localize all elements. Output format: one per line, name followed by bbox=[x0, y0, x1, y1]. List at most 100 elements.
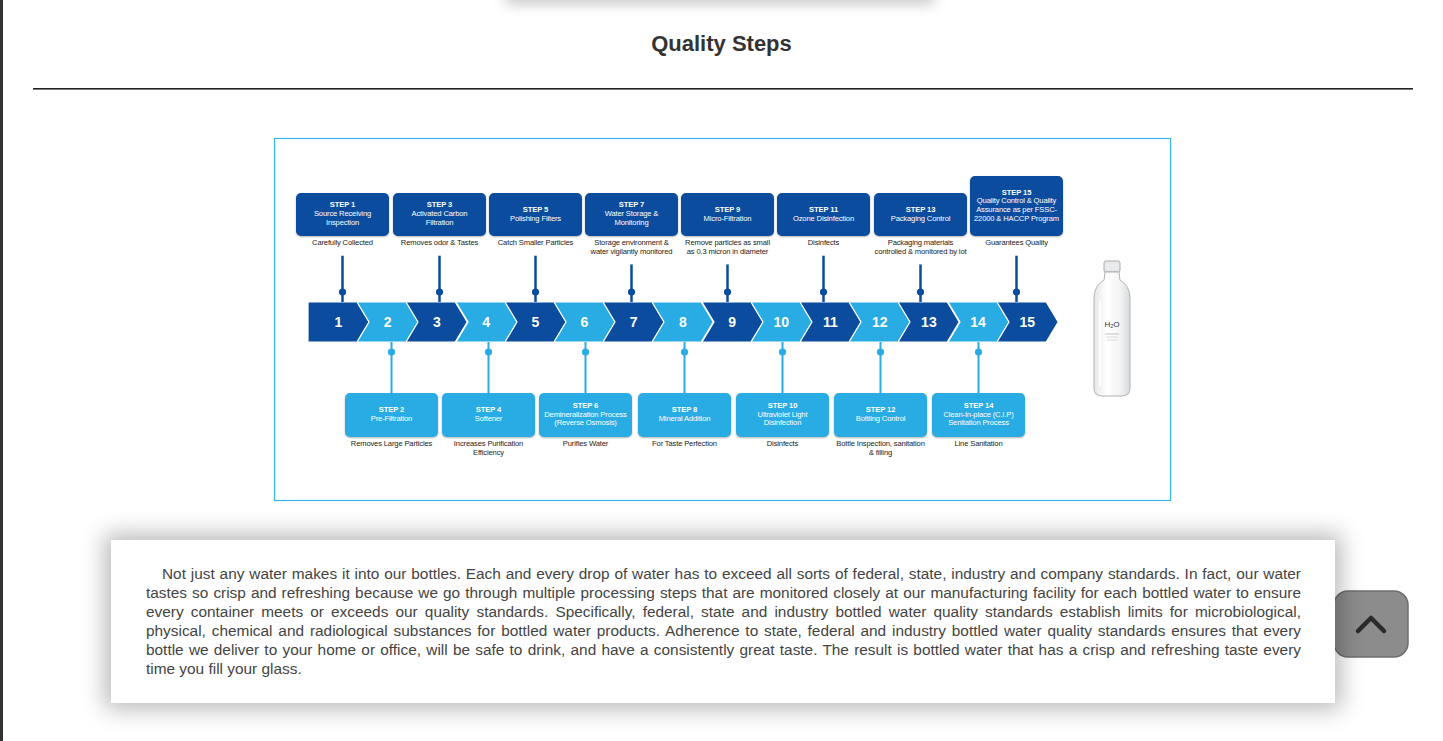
step-chevron: 9 bbox=[702, 302, 763, 342]
step-number: STEP 10 bbox=[768, 402, 798, 411]
step-box: STEP 13Packaging Control bbox=[874, 193, 967, 236]
leader-connector bbox=[388, 342, 395, 393]
step-title: Ozone Disinfection bbox=[793, 215, 854, 224]
leader-connector bbox=[485, 342, 492, 393]
step-title: Packaging Control bbox=[891, 215, 951, 224]
step-caption: Remove particles as small as 0.3 micron … bbox=[681, 239, 774, 256]
connector-line bbox=[919, 264, 922, 302]
leader-connector bbox=[820, 256, 827, 302]
step-chevron: 6 bbox=[554, 302, 615, 342]
step-number: STEP 3 bbox=[427, 201, 452, 210]
step-chevron: 14 bbox=[948, 302, 1009, 342]
step-title: Clean-In-place (C.I.P) Senitation Proces… bbox=[936, 411, 1021, 428]
step-node: STEP 15Quality Control & Quality Assuran… bbox=[970, 176, 1063, 256]
step-number: STEP 11 bbox=[809, 206, 838, 215]
left-border bbox=[0, 0, 3, 741]
chevron-number: 2 bbox=[369, 315, 406, 329]
scroll-top-button bbox=[1334, 591, 1408, 657]
leader-connector bbox=[628, 264, 635, 302]
step-node: STEP 6Demineralization Process (Reverse … bbox=[539, 393, 632, 457]
connector-dot bbox=[532, 288, 539, 295]
step-box: STEP 3Activated Carbon Filtration bbox=[393, 193, 486, 236]
connector-dot bbox=[681, 348, 688, 355]
connector-dot bbox=[339, 288, 346, 295]
step-number: STEP 13 bbox=[906, 206, 936, 215]
step-node: STEP 11Ozone DisinfectionDisinfects bbox=[777, 193, 870, 256]
step-box: STEP 12Bottling Control bbox=[834, 393, 927, 437]
step-number: STEP 14 bbox=[964, 402, 994, 411]
connector-dot bbox=[917, 288, 924, 295]
step-number: STEP 2 bbox=[379, 406, 404, 415]
step-box: STEP 1Source Receiving Inspection bbox=[296, 193, 389, 236]
step-number: STEP 15 bbox=[1002, 189, 1032, 198]
step-chevron: 1 bbox=[308, 302, 369, 342]
step-chevron: 11 bbox=[800, 302, 861, 342]
step-number: STEP 8 bbox=[672, 406, 697, 415]
step-caption: Disinfects bbox=[777, 239, 870, 248]
step-box: STEP 8Mineral Addition bbox=[638, 393, 731, 437]
chevron-number: 3 bbox=[418, 315, 455, 329]
chevron-number: 10 bbox=[763, 315, 800, 329]
leader-connector bbox=[724, 264, 731, 302]
step-box: STEP 14Clean-In-place (C.I.P) Senitation… bbox=[932, 393, 1025, 437]
step-node: STEP 1Source Receiving InspectionCareful… bbox=[296, 193, 389, 256]
step-title: Micro-Filtration bbox=[704, 215, 752, 224]
step-number: STEP 9 bbox=[715, 206, 740, 215]
step-caption: Disinfects bbox=[736, 440, 829, 449]
step-node: STEP 4SoftenerIncreases Purification Eff… bbox=[442, 393, 535, 465]
step-node: STEP 10Ultraviolet Light DisinfectionDis… bbox=[736, 393, 829, 457]
step-chevron: 8 bbox=[652, 302, 713, 342]
diagram-frame bbox=[275, 139, 1171, 501]
step-box: STEP 10Ultraviolet Light Disinfection bbox=[736, 393, 829, 437]
leader-connector bbox=[779, 342, 786, 393]
step-title: Pre-Filtration bbox=[371, 415, 412, 424]
step-caption: Purifies Water bbox=[539, 440, 632, 449]
leader-connector bbox=[975, 342, 982, 393]
step-caption: Catch Smaller Particles bbox=[489, 239, 582, 248]
step-box: STEP 2Pre-Filtration bbox=[345, 393, 438, 437]
step-chevron: 13 bbox=[898, 302, 959, 342]
step-title: Ultraviolet Light Disinfection bbox=[740, 411, 825, 428]
chevron-number: 7 bbox=[615, 315, 652, 329]
chevron-number: 9 bbox=[714, 315, 751, 329]
step-chevron: 5 bbox=[505, 302, 566, 342]
chevron-number: 15 bbox=[1009, 315, 1046, 329]
step-chevron: 7 bbox=[603, 302, 664, 342]
step-caption: Packaging materials controlled & monitor… bbox=[874, 239, 967, 256]
step-title: Demineralization Process (Reverse Osmosi… bbox=[543, 411, 628, 428]
step-title: Bottling Control bbox=[856, 415, 906, 424]
step-title: Quality Control & Quality Assurance as p… bbox=[974, 197, 1059, 223]
connector-dot bbox=[1013, 288, 1020, 295]
step-number: STEP 12 bbox=[866, 406, 896, 415]
connector-dot bbox=[388, 348, 395, 355]
leader-connector bbox=[917, 264, 924, 302]
step-caption: Increases Purification Efficiency bbox=[442, 440, 535, 457]
leader-connector bbox=[339, 256, 346, 302]
connector-dot bbox=[436, 288, 443, 295]
step-title: Source Receiving Inspection bbox=[300, 210, 385, 227]
chevron-number: 5 bbox=[517, 315, 554, 329]
step-chevron: 12 bbox=[849, 302, 910, 342]
chevron-number: 13 bbox=[910, 315, 947, 329]
leader-connector bbox=[532, 256, 539, 302]
step-title: Activated Carbon Filtration bbox=[397, 210, 482, 227]
step-caption: Bottle Inspection, sanitation & filling bbox=[834, 440, 927, 457]
chevron-number: 12 bbox=[861, 315, 898, 329]
step-box: STEP 6Demineralization Process (Reverse … bbox=[539, 393, 632, 437]
step-title: Softener bbox=[475, 415, 503, 424]
step-chevron: 4 bbox=[456, 302, 517, 342]
step-node: STEP 5Polishing FiltersCatch Smaller Par… bbox=[489, 193, 582, 256]
step-node: STEP 13Packaging ControlPackaging materi… bbox=[874, 193, 967, 264]
connector-dot bbox=[975, 348, 982, 355]
step-caption: Guarantees Quality bbox=[970, 239, 1063, 248]
connector-dot bbox=[877, 348, 884, 355]
step-number: STEP 6 bbox=[573, 402, 598, 411]
step-box: STEP 4Softener bbox=[442, 393, 535, 437]
step-chevron: 2 bbox=[357, 302, 418, 342]
chevron-number: 4 bbox=[468, 315, 505, 329]
connector-line bbox=[726, 264, 729, 302]
step-caption: For Taste Perfection bbox=[638, 440, 731, 449]
step-title: Water Storage & Monitoring bbox=[589, 210, 674, 227]
